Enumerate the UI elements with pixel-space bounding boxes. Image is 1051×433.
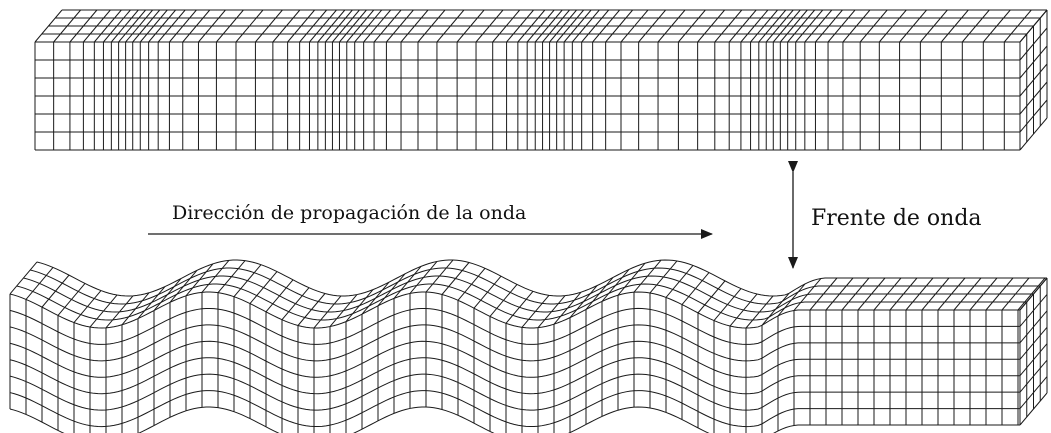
propagation-direction-label: Dirección de propagación de la onda	[172, 202, 527, 224]
compressed-wave-medium-block	[9, 259, 1048, 433]
wave-front-label: Frente de onda	[811, 206, 982, 231]
undisturbed-medium-block	[34, 9, 1048, 151]
